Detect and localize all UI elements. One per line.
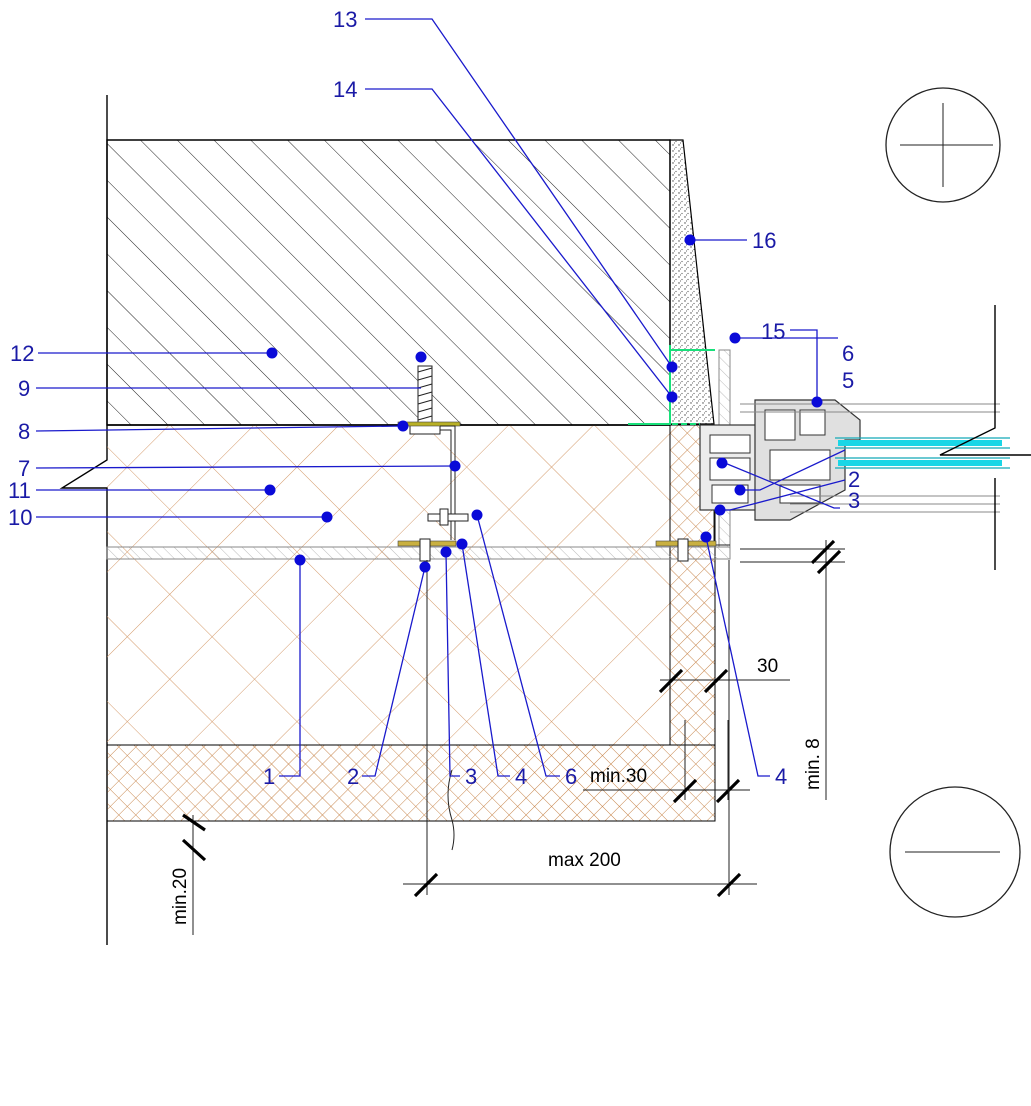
window-frame: [699, 399, 1000, 521]
callout-6-top: 6: [842, 341, 854, 366]
dot-2b: [734, 484, 746, 496]
callout-5: 5: [842, 368, 854, 393]
reveal-plaster: [669, 139, 715, 425]
dot-4a: [456, 538, 468, 550]
dim-30: 30: [757, 656, 778, 677]
callout-11: 11: [8, 478, 31, 503]
dimensions: 30 min.20 min.30 min. 8 max 200: [170, 539, 845, 935]
dot-12: [266, 347, 278, 359]
callout-10: 10: [8, 505, 32, 530]
dot-4b: [700, 531, 712, 543]
callout-3-bottom: 3: [465, 764, 477, 789]
dim-min-20: min.20: [170, 868, 191, 925]
callout-7: 7: [18, 456, 30, 481]
callout-labels: 13 14 16 15 12 6 5 9 8 7 11 10 2 3 1 2 3…: [8, 7, 860, 789]
dim-max-200: max 200: [548, 850, 621, 871]
callout-4-right: 4: [775, 764, 787, 789]
section-symbol-plus: [885, 87, 1001, 203]
glazing: [835, 305, 1031, 570]
dim-min-30: min.30: [590, 766, 647, 787]
dot-13: [666, 361, 678, 373]
callout-12: 12: [10, 341, 34, 366]
dot-9: [415, 351, 427, 363]
callout-9: 9: [18, 376, 30, 401]
callout-2-bottom: 2: [347, 764, 359, 789]
fixing-screw: [427, 508, 469, 526]
dim-min-8: min. 8: [803, 738, 824, 790]
callout-13: 13: [333, 7, 357, 32]
dot-10: [321, 511, 333, 523]
callout-dots: [264, 234, 823, 573]
sealing-membrane: [628, 345, 715, 425]
dot-15: [811, 396, 823, 408]
dot-3a: [440, 546, 452, 558]
section-symbol-minus: [889, 786, 1021, 918]
dot-16: [684, 234, 696, 246]
callout-6-bottom: 6: [565, 764, 577, 789]
callout-8: 8: [18, 419, 30, 444]
dot-5: [729, 332, 741, 344]
dot-7: [449, 460, 461, 472]
dot-8: [397, 420, 409, 432]
dot-11: [264, 484, 276, 496]
callout-15: 15: [761, 319, 785, 344]
substructure: [397, 365, 730, 851]
callout-2-right: 2: [848, 467, 860, 492]
dot-3b: [714, 504, 726, 516]
callout-1: 1: [263, 764, 275, 789]
callout-4-bottom: 4: [515, 764, 527, 789]
dot-1: [294, 554, 306, 566]
leader-lines: [35, 18, 846, 777]
dot-6a: [716, 457, 728, 469]
callout-14: 14: [333, 77, 357, 102]
dot-6b: [471, 509, 483, 521]
callout-3-right: 3: [848, 488, 860, 513]
callout-16: 16: [752, 228, 776, 253]
dot-2a: [419, 561, 431, 573]
dot-14: [666, 391, 678, 403]
